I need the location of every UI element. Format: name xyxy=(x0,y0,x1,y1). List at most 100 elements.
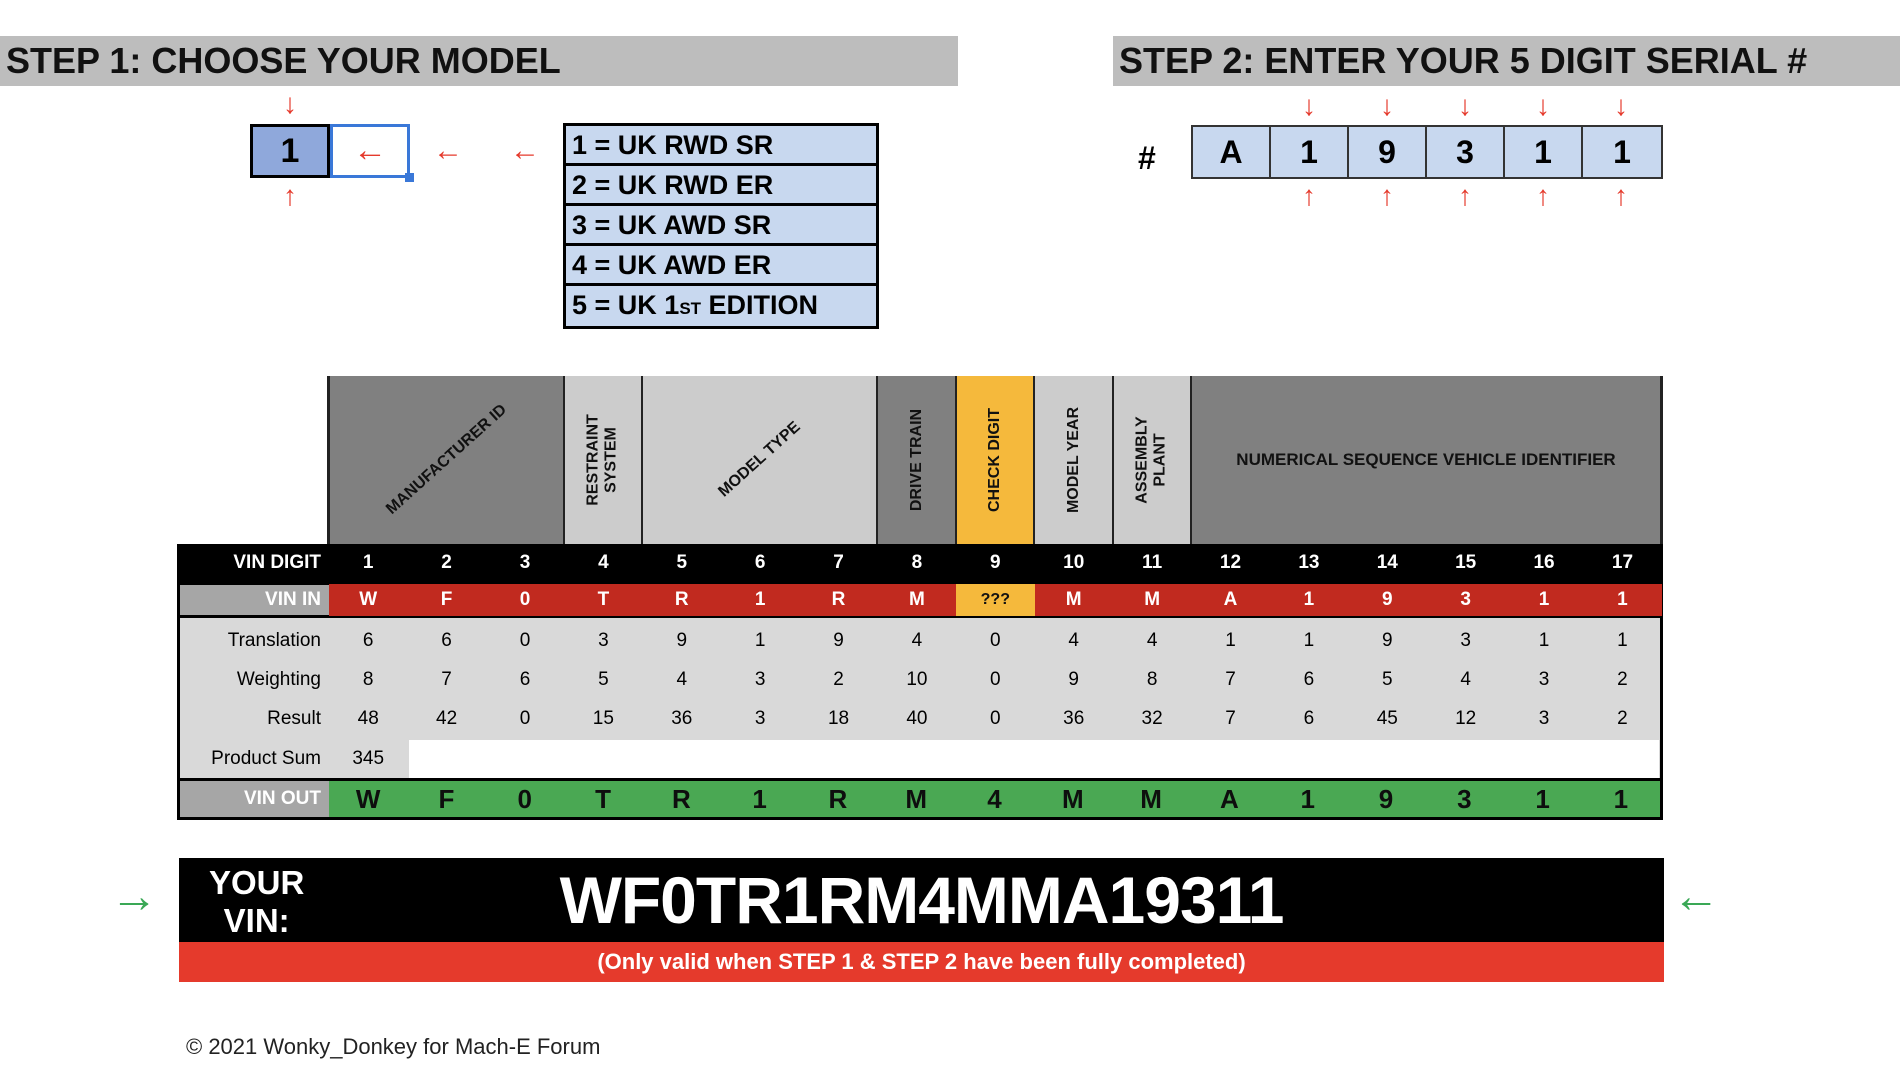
vin-digit-cell: 15 xyxy=(1455,552,1477,573)
translation-cell: 0 xyxy=(519,630,531,651)
vin-out-cells: W F 0 T R 1 R M 4 M M A 1 9 3 1 1 xyxy=(329,781,1660,817)
vin-in-cells: W F 0 T R 1 R M ??? M M A 1 9 3 1 1 xyxy=(329,584,1662,616)
step1-header: STEP 1: CHOOSE YOUR MODEL xyxy=(0,36,958,86)
result-cell: 36 xyxy=(1063,708,1085,729)
serial-arrow-down-icon-4: ↓ xyxy=(1536,90,1550,121)
vin-in-cell: 1 xyxy=(1617,589,1628,610)
serial-arrow-up-icon-2: ↑ xyxy=(1380,180,1394,211)
vin-out-cell: 9 xyxy=(1378,784,1394,814)
translation-cell: 6 xyxy=(441,630,452,651)
serial-digit-1[interactable]: 1 xyxy=(1271,127,1349,177)
translation-cell: 6 xyxy=(362,630,374,651)
translation-cell: 3 xyxy=(598,630,609,651)
vin-digit-cell: 14 xyxy=(1376,552,1398,573)
vin-in-cell: W xyxy=(359,589,378,610)
vin-out-cell: 3 xyxy=(1457,784,1472,814)
result-cell: 0 xyxy=(990,708,1001,729)
weighting-cell: 6 xyxy=(1303,669,1315,690)
vin-out-cell: 0 xyxy=(517,784,532,814)
serial-digit-2[interactable]: 9 xyxy=(1349,127,1427,177)
vin-out-cell: 1 xyxy=(1613,784,1629,814)
serial-digit-4[interactable]: 1 xyxy=(1505,127,1583,177)
serial-arrow-down-icon-1: ↓ xyxy=(1302,90,1316,121)
weighting-cell: 2 xyxy=(833,669,844,690)
translation-row: Translation 6 6 0 3 9 1 9 4 0 4 4 1 1 9 … xyxy=(177,622,1662,660)
serial-digit-3[interactable]: 3 xyxy=(1427,127,1505,177)
serial-arrow-up-icon-4: ↑ xyxy=(1536,180,1550,211)
weighting-cell: 5 xyxy=(598,669,609,690)
vin-out-cell: M xyxy=(1140,784,1162,814)
weighting-cell: 3 xyxy=(754,669,766,690)
vin-in-cell: M xyxy=(1144,589,1161,610)
serial-arrow-down-icon-2: ↓ xyxy=(1380,90,1394,121)
model-option-4: 4 = UK AWD ER xyxy=(566,246,876,286)
vin-digit-cell: 1 xyxy=(362,552,374,573)
vin-digit-cell: 5 xyxy=(676,552,688,573)
vin-in-cell: 3 xyxy=(1460,589,1471,610)
translation-cell: 0 xyxy=(990,630,1001,651)
translation-cell: 9 xyxy=(833,630,844,651)
vin-out-cell: 1 xyxy=(1300,784,1315,814)
weighting-cell: 10 xyxy=(906,669,928,690)
model-arrow-down-icon: ↓ xyxy=(283,88,297,119)
vin-out-row: VIN OUT W F 0 T R 1 R M 4 M M A 1 9 3 1 … xyxy=(177,778,1663,820)
vin-in-cell: 0 xyxy=(519,589,531,610)
vin-digit-cell: 17 xyxy=(1611,552,1634,573)
serial-prefix-cell: A xyxy=(1193,127,1271,177)
vin-in-cell: R xyxy=(831,589,846,610)
result-cell: 36 xyxy=(671,708,693,729)
model-option-1: 1 = UK RWD SR xyxy=(566,126,876,166)
model-value-cell[interactable]: 1 xyxy=(250,124,330,178)
product-sum-value: 345 xyxy=(352,748,385,769)
model-option-3: 3 = UK AWD SR xyxy=(566,206,876,246)
product-sum-blank xyxy=(409,740,1659,778)
vin-out-cell: T xyxy=(595,784,611,814)
serial-digit-5[interactable]: 1 xyxy=(1583,127,1661,177)
result-cell: 0 xyxy=(519,708,531,729)
result-label: Result xyxy=(267,708,321,729)
vin-in-check-cell: ??? xyxy=(956,584,1035,616)
vin-digit-cell: 4 xyxy=(598,552,609,573)
vin-digit-cell: 16 xyxy=(1533,552,1555,573)
vin-digit-cell: 3 xyxy=(519,552,531,573)
model-input-cell[interactable]: ← xyxy=(330,124,414,182)
vin-digit-cell: 13 xyxy=(1298,552,1320,573)
result-row: Result 48 42 0 15 36 3 18 40 0 36 32 7 6… xyxy=(177,700,1662,738)
model-arrow-left-icon-2: ← xyxy=(510,134,540,167)
header-check-digit: CHECK DIGIT xyxy=(957,376,1035,544)
vin-digit-cell: 7 xyxy=(833,552,844,573)
weighting-row: Weighting 8 7 6 5 4 3 2 10 0 9 8 7 6 5 4… xyxy=(177,661,1662,699)
weighting-cell: 5 xyxy=(1381,669,1393,690)
result-cell: 7 xyxy=(1225,708,1236,729)
vin-in-cell: F xyxy=(440,589,453,610)
weighting-cell: 3 xyxy=(1538,669,1550,690)
vin-in-cell: M xyxy=(1065,589,1082,610)
product-sum-row: Product Sum 345 xyxy=(177,740,407,778)
vin-in-cell: 9 xyxy=(1381,589,1393,610)
fill-handle[interactable] xyxy=(405,173,414,182)
green-arrow-left-icon: ← xyxy=(1672,870,1720,923)
vin-digit-cell: 6 xyxy=(754,552,766,573)
vin-digit-row: VIN DIGIT 1 2 3 4 5 6 7 8 9 10 11 12 13 … xyxy=(177,544,1663,582)
weighting-cell: 9 xyxy=(1068,669,1079,690)
weighting-cell: 7 xyxy=(441,669,452,690)
vin-out-cell: M xyxy=(1061,784,1084,814)
vin-in-row: VIN IN W F 0 T R 1 R M ??? M M A 1 9 3 1… xyxy=(177,582,1663,618)
validity-note: (Only valid when STEP 1 & STEP 2 have be… xyxy=(179,942,1664,982)
vin-out-cell: 1 xyxy=(752,784,767,814)
translation-cell: 1 xyxy=(1538,630,1550,651)
vin-digit-cell: 8 xyxy=(911,552,923,573)
input-arrow-icon: ← xyxy=(353,131,387,169)
vin-digit-label: VIN DIGIT xyxy=(233,552,321,573)
model-arrow-up-icon: ↑ xyxy=(283,180,297,211)
vin-out-cell: M xyxy=(905,784,928,814)
vin-digit-cell: 2 xyxy=(441,552,452,573)
vin-out-cell: R xyxy=(671,784,691,814)
header-model-type: MODEL TYPE xyxy=(643,376,878,544)
translation-cell: 9 xyxy=(676,630,688,651)
result-cell: 2 xyxy=(1617,708,1628,729)
